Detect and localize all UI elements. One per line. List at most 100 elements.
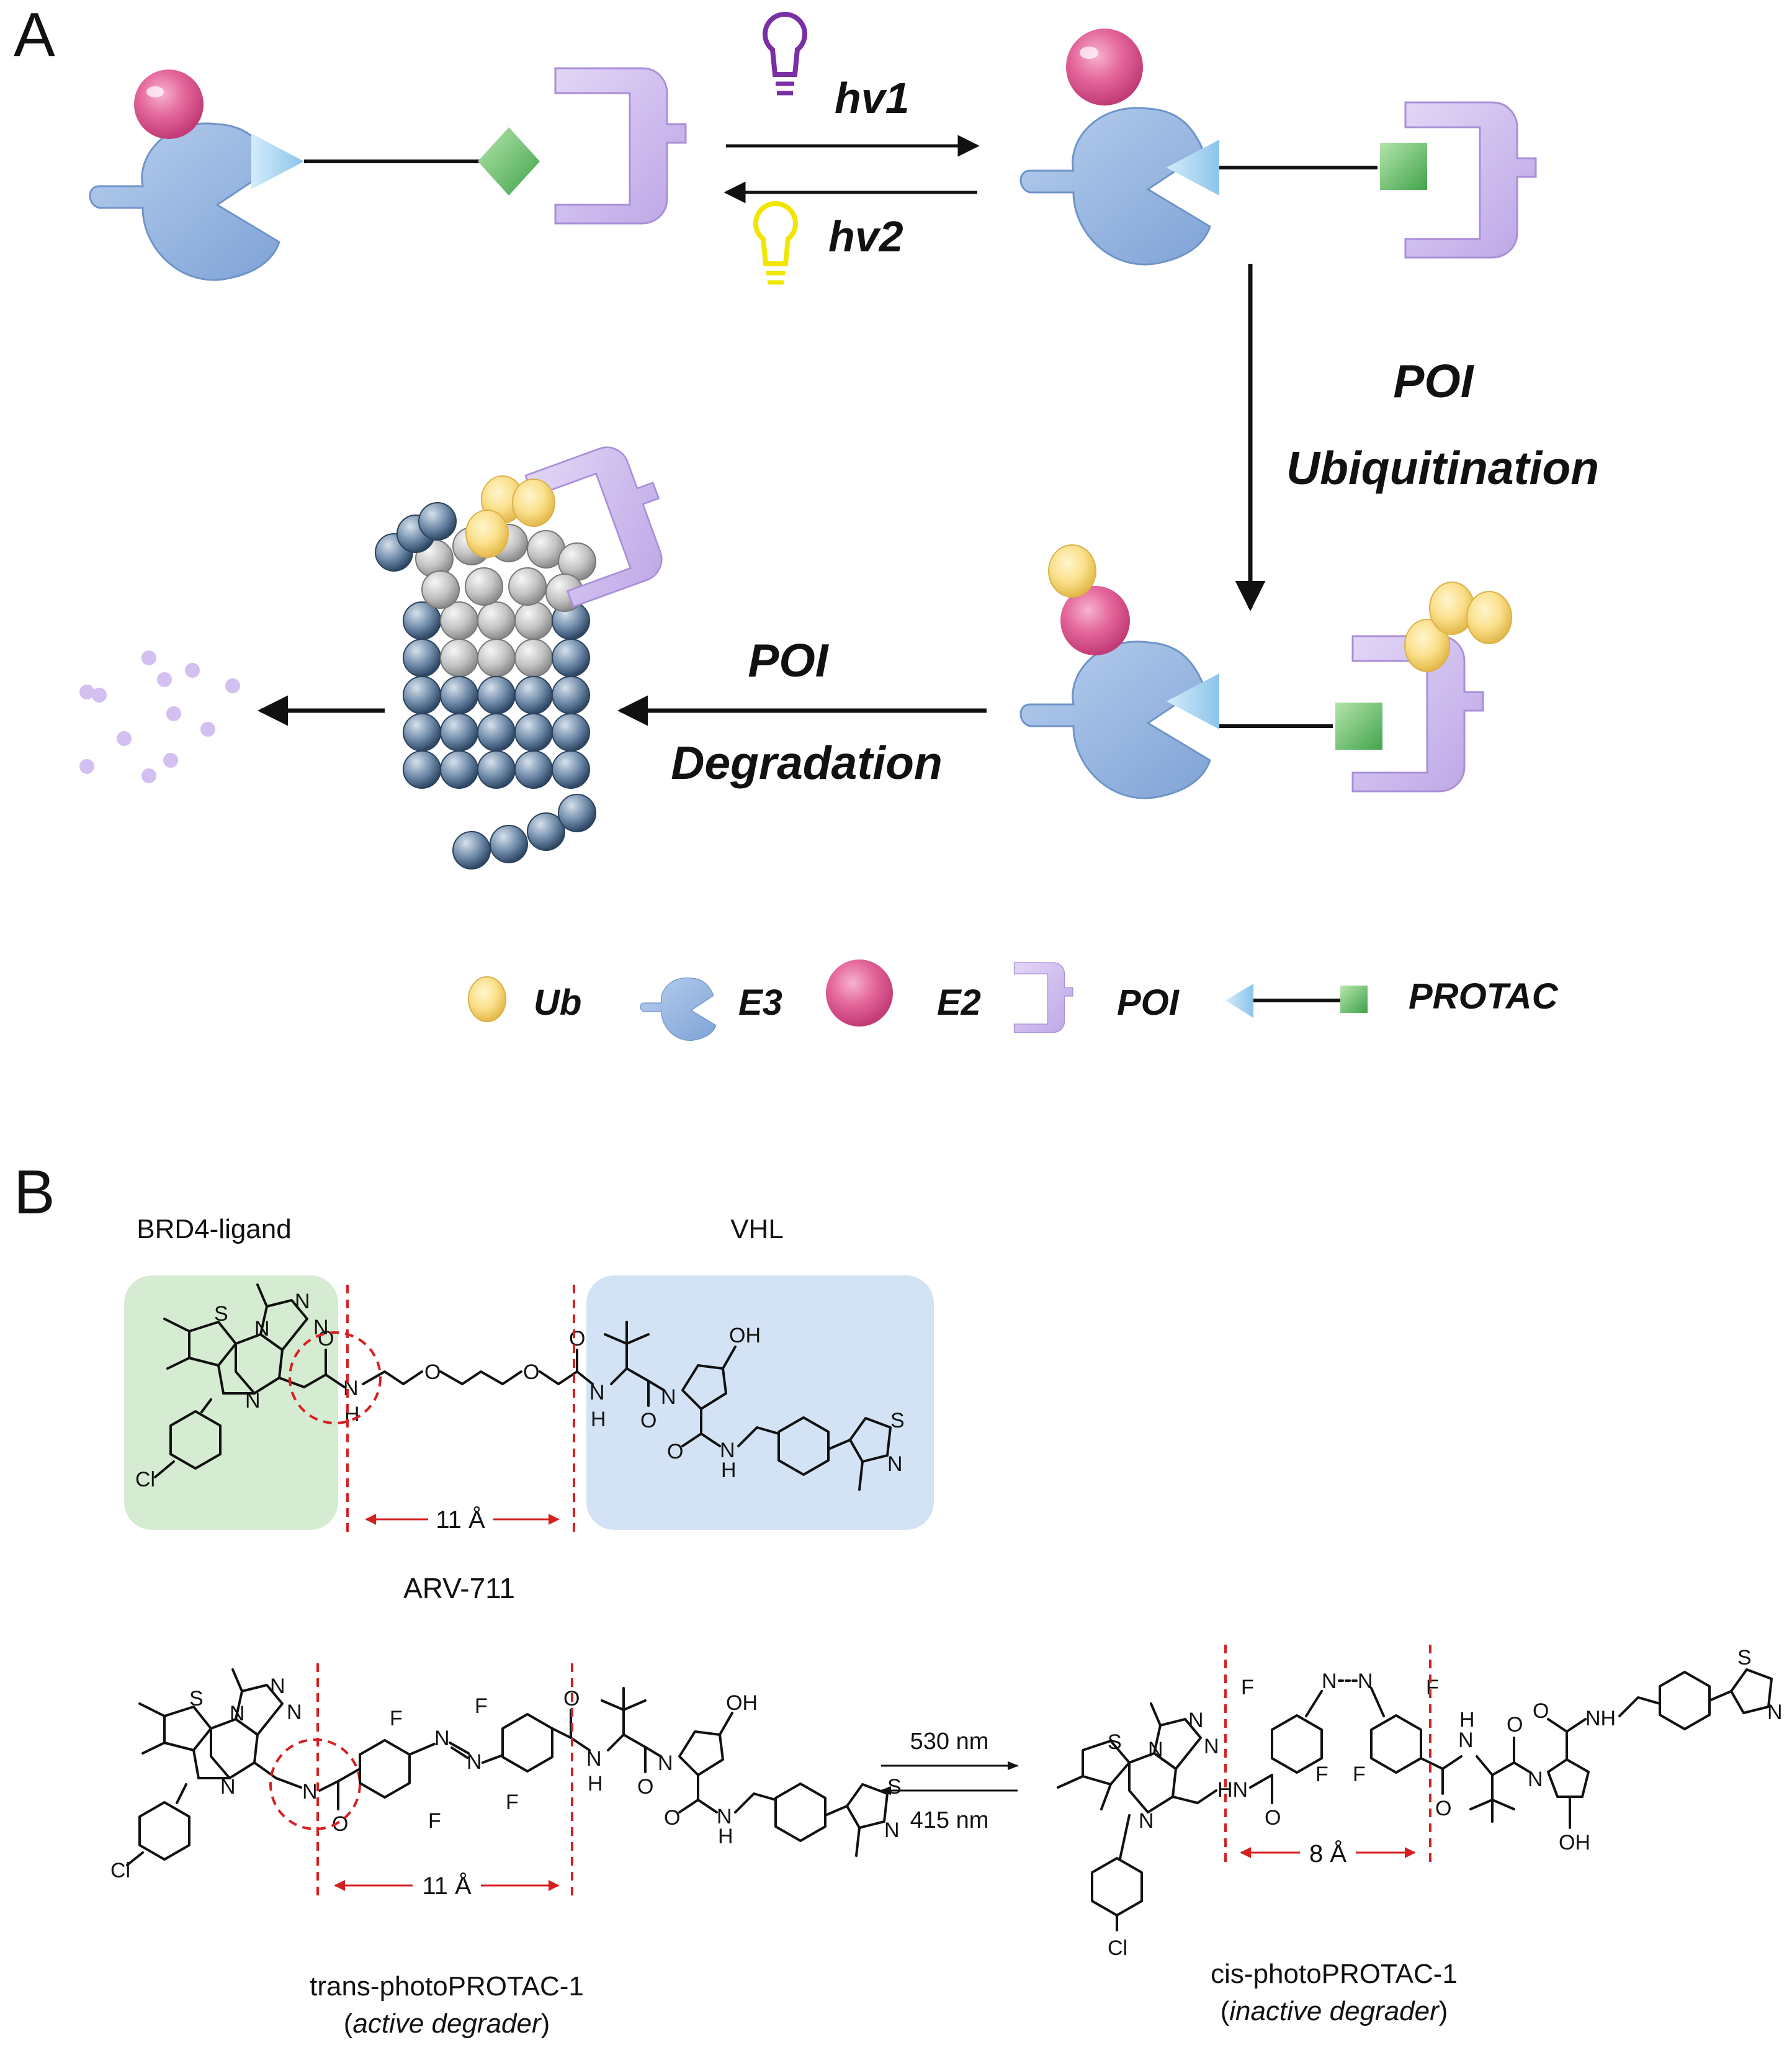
cis-photoprotac-name: cis-photoPROTAC-1 [1211, 1959, 1458, 1989]
trans-benzene-vhl [774, 1782, 827, 1842]
ub-chain-on-proteasome [465, 475, 555, 558]
e3-ligase-1 [89, 122, 280, 281]
proteasome-subunit [552, 713, 590, 752]
atom-n-cis-pyrrolidine: N [1528, 1768, 1543, 1791]
proteasome-subunit [440, 750, 478, 789]
ubiquitination-label-line1: POI [1393, 355, 1474, 407]
amide-highlight-circle [289, 1331, 382, 1424]
e3-ligase-3 [1019, 640, 1211, 799]
atom-f-3: F [475, 1694, 488, 1718]
proteasome-subunit [440, 676, 478, 714]
peptide-fragment [117, 731, 132, 746]
proteasome-subunit [552, 676, 590, 714]
proteasome-lid-subunit [558, 794, 596, 832]
legend-ub-label: Ub [534, 982, 581, 1023]
proteasome-subunit [514, 676, 553, 714]
atom-n-7: N [287, 1701, 302, 1724]
cis-difluorophenyl-2 [1370, 1714, 1422, 1774]
atom-o-ether-2: O [523, 1360, 539, 1384]
atom-n-2: N [295, 1290, 310, 1313]
trans-state-close-paren: ) [541, 2008, 550, 2039]
atom-s-1: S [214, 1302, 228, 1326]
proteasome-lid-subunit [452, 831, 491, 870]
atom-o-cis-carbonyl-2: O [1507, 1713, 1523, 1737]
cis-state-text: inactive degrader [1229, 1996, 1440, 2026]
legend-protac-icon [1225, 984, 1368, 1018]
atom-h-vhl-1: H [591, 1408, 606, 1431]
panel-a-letter: A [14, 0, 55, 70]
peptide-fragment [163, 753, 178, 768]
atom-n-pyrrolidine: N [661, 1385, 676, 1409]
atom-o-cis-carbonyl-3: O [1533, 1699, 1549, 1723]
atom-n-trans-benzylamide: N [717, 1805, 732, 1828]
peptide-fragment [157, 672, 172, 687]
hv2-bulb-icon [753, 201, 798, 285]
atom-o-ether-1: O [424, 1360, 441, 1384]
atom-o-carbonyl-2: O [640, 1409, 656, 1432]
legend-e3-icon [640, 977, 717, 1041]
legend-protac-label: PROTAC [1409, 976, 1559, 1017]
poi-protein-1 [554, 67, 687, 225]
atom-n-vhl-2: N [720, 1439, 735, 1462]
e2-enzyme-3 [1060, 586, 1130, 655]
proteasome-subunit [514, 750, 553, 789]
atom-o-trans-carbonyl-3: O [664, 1806, 680, 1830]
atom-f-cis-2: F [1315, 1763, 1328, 1786]
peptide-fragment [79, 759, 94, 774]
atom-f-2: F [428, 1809, 441, 1833]
cis-benzene-vhl [1659, 1671, 1711, 1730]
proteasome-subunit [403, 676, 441, 714]
atom-cl-cis: Cl [1108, 1936, 1127, 1960]
proteasome-subunit [514, 713, 553, 752]
arv-711-structure: S N N N N Cl O N H O O O N H O N OH [135, 1283, 905, 1491]
atom-n-5: N [230, 1702, 245, 1725]
arv-distance-label: 11 Å [436, 1506, 485, 1534]
legend-e2-label: E2 [937, 982, 981, 1023]
atom-n-azo-1: N [434, 1727, 450, 1750]
ub-chain-on-poi [1404, 582, 1512, 672]
atom-h-trans-benzylamide: H [718, 1825, 733, 1848]
brd4-ligand-box [124, 1275, 338, 1530]
vhl-label: VHL [730, 1214, 784, 1244]
hv1-label: hv1 [835, 74, 910, 122]
cis-photoprotac-state: (inactive degrader) [1221, 1996, 1448, 2026]
e3-ligase-2 [1019, 107, 1211, 266]
proteasome-cap-subunit [418, 502, 457, 541]
atom-n-trans-thiazole: N [884, 1818, 900, 1842]
atom-s-trans-thiazole: S [887, 1775, 902, 1799]
atom-n-6: N [270, 1674, 285, 1698]
degradation-label-line2: Degradation [671, 737, 943, 789]
atom-n-trans-vhl: N [586, 1747, 602, 1771]
peptide-fragment [141, 650, 156, 665]
atom-n-amide: N [343, 1377, 359, 1400]
atom-f-4: F [506, 1791, 519, 1814]
trans-thienotriazolodiazepine [138, 1668, 302, 1789]
trans-state-open-paren: ( [344, 2008, 353, 2039]
protac-2 [1167, 140, 1430, 196]
peptide-fragment [166, 706, 181, 721]
peptide-fragment [225, 678, 240, 693]
proteasome-subunit [477, 750, 516, 789]
atom-oh-cis: OH [1559, 1831, 1590, 1854]
atom-s-cis-thiazole: S [1737, 1646, 1752, 1670]
peptide-fragment [185, 663, 200, 678]
proteasome-subunit [514, 601, 553, 640]
atom-hn-cis: HN [1217, 1778, 1248, 1802]
atom-f-cis-4: F [1353, 1763, 1366, 1786]
proteasome-subunit [477, 676, 516, 714]
atom-h-cis-vhl: H [1459, 1708, 1475, 1732]
atom-n-cis-azo-2: N [1358, 1670, 1373, 1693]
cis-state-close-paren: ) [1439, 1996, 1448, 2026]
atom-cl-1: Cl [135, 1468, 155, 1491]
proteasome-subunit [477, 601, 516, 640]
proteasome-subunit [421, 570, 460, 609]
atom-n-azo-2: N [467, 1750, 482, 1774]
panel-b-letter: B [14, 1157, 55, 1227]
peptide-fragment [200, 722, 215, 737]
trans-state-text: active degrader [352, 2008, 542, 2039]
cis-thienotriazolodiazepine [1057, 1702, 1202, 1814]
atom-o-cis-carbonyl: O [1435, 1797, 1451, 1820]
atom-s-2: S [189, 1687, 204, 1710]
trans-photoprotac-name: trans-photoPROTAC-1 [310, 1971, 584, 2002]
